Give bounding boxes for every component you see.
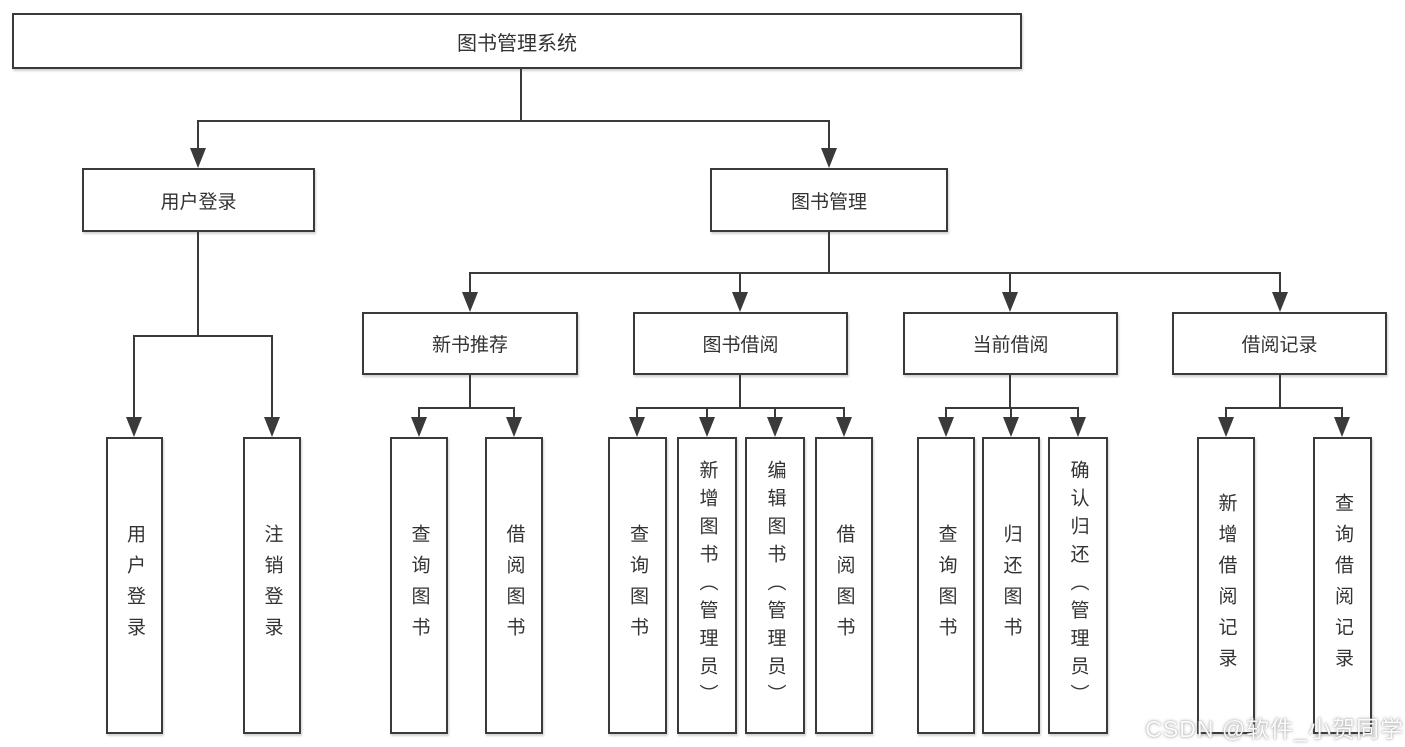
connector-line-v <box>739 272 741 294</box>
leaf-query-books-borrow: 查询图书 <box>608 437 667 734</box>
connector-line-h <box>134 335 273 337</box>
connector-line-v <box>1009 272 1011 294</box>
leaf-add-borrow-record-label: 新增借阅记录 <box>1215 492 1237 679</box>
connector-line-v <box>197 232 199 337</box>
arrowhead-icon <box>938 417 954 437</box>
arrowhead-icon <box>821 148 837 168</box>
node-user-login-label: 用户登录 <box>160 191 237 213</box>
arrowhead-icon <box>462 292 478 312</box>
leaf-user-login-label: 用户登录 <box>124 523 145 648</box>
arrowhead-icon <box>836 417 852 437</box>
connector-line-v <box>774 407 776 419</box>
arrowhead-icon <box>1003 417 1019 437</box>
connector-line-v <box>133 335 135 419</box>
leaf-query-books-current-label: 查询图书 <box>935 523 957 648</box>
leaf-return-books: 归还图书 <box>982 437 1040 734</box>
node-new-book-recommend-label: 新书推荐 <box>431 335 508 356</box>
connector-line-v <box>418 407 420 419</box>
connector-line-v <box>513 407 515 419</box>
leaf-borrow-books-recommend-label: 借阅图书 <box>503 523 525 648</box>
arrowhead-icon <box>1070 417 1086 437</box>
leaf-borrow-books: 借阅图书 <box>815 437 873 734</box>
connector-line-v <box>828 120 830 151</box>
leaf-query-books-recommend: 查询图书 <box>390 437 448 734</box>
node-book-borrow-label: 图书借阅 <box>702 335 779 356</box>
connector-line-v <box>945 407 947 419</box>
leaf-confirm-return-admin-label: 确认归还（管理员） <box>1067 459 1089 712</box>
node-book-management-label: 图书管理 <box>790 191 867 213</box>
node-book-borrow: 图书借阅 <box>633 312 848 375</box>
leaf-logout: 注销登录 <box>243 437 301 734</box>
leaf-query-books-borrow-label: 查询图书 <box>627 523 648 648</box>
node-borrow-records-label: 借阅记录 <box>1241 335 1318 356</box>
arrowhead-icon <box>699 417 715 437</box>
connector-line-h <box>197 120 830 122</box>
node-borrow-records: 借阅记录 <box>1172 312 1387 375</box>
leaf-borrow-books-recommend: 借阅图书 <box>485 437 543 734</box>
leaf-edit-book-admin: 编辑图书（管理员） <box>745 437 805 734</box>
leaf-confirm-return-admin: 确认归还（管理员） <box>1048 437 1108 734</box>
connector-line-h <box>1225 407 1343 409</box>
arrowhead-icon <box>506 417 522 437</box>
connector-line-v <box>469 375 471 409</box>
leaf-query-books-recommend-label: 查询图书 <box>408 523 430 648</box>
node-new-book-recommend: 新书推荐 <box>362 312 578 375</box>
leaf-add-borrow-record: 新增借阅记录 <box>1197 437 1255 734</box>
leaf-add-book-admin-label: 新增图书（管理员） <box>696 459 718 712</box>
leaf-return-books-label: 归还图书 <box>1000 523 1022 648</box>
connector-line-v <box>1010 407 1012 419</box>
leaf-borrow-books-label: 借阅图书 <box>833 523 855 648</box>
leaf-user-login: 用户登录 <box>106 437 163 734</box>
connector-line-v <box>271 335 273 419</box>
arrowhead-icon <box>411 417 427 437</box>
leaf-edit-book-admin-label: 编辑图书（管理员） <box>764 459 786 712</box>
connector-line-v <box>636 407 638 419</box>
arrowhead-icon <box>629 417 645 437</box>
connector-line-v <box>828 232 830 274</box>
connector-line-v <box>706 407 708 419</box>
leaf-add-book-admin: 新增图书（管理员） <box>677 437 737 734</box>
connector-line-v <box>1225 407 1227 419</box>
node-current-borrow-label: 当前借阅 <box>972 335 1049 356</box>
connector-line-v <box>1077 407 1079 419</box>
leaf-logout-label: 注销登录 <box>261 523 283 648</box>
arrowhead-icon <box>1334 417 1350 437</box>
node-user-login: 用户登录 <box>82 168 315 232</box>
connector-line-h <box>636 407 844 409</box>
connector-line-h <box>418 407 515 409</box>
arrowhead-icon <box>1002 292 1018 312</box>
arrowhead-icon <box>1218 417 1234 437</box>
leaf-query-books-current: 查询图书 <box>917 437 975 734</box>
connector-line-v <box>469 272 471 294</box>
connector-line-v <box>1279 375 1281 409</box>
leaf-query-borrow-record: 查询借阅记录 <box>1313 437 1372 734</box>
connector-line-v <box>739 375 741 409</box>
arrowhead-icon <box>264 417 280 437</box>
connector-line-v <box>1009 375 1011 409</box>
arrowhead-icon <box>126 417 142 437</box>
leaf-query-borrow-record-label: 查询借阅记录 <box>1332 492 1353 679</box>
connector-line-v <box>1341 407 1343 419</box>
arrowhead-icon <box>190 148 206 168</box>
connector-line-v <box>520 68 522 122</box>
arrowhead-icon <box>732 292 748 312</box>
node-root: 图书管理系统 <box>12 13 1022 69</box>
connector-line-v <box>843 407 845 419</box>
node-book-management: 图书管理 <box>710 168 948 232</box>
node-root-label: 图书管理系统 <box>457 32 577 55</box>
arrowhead-icon <box>1272 292 1288 312</box>
connector-line-v <box>197 120 199 151</box>
connector-line-h <box>469 272 1281 274</box>
connector-line-v <box>1279 272 1281 294</box>
node-current-borrow: 当前借阅 <box>903 312 1118 375</box>
arrowhead-icon <box>767 417 783 437</box>
